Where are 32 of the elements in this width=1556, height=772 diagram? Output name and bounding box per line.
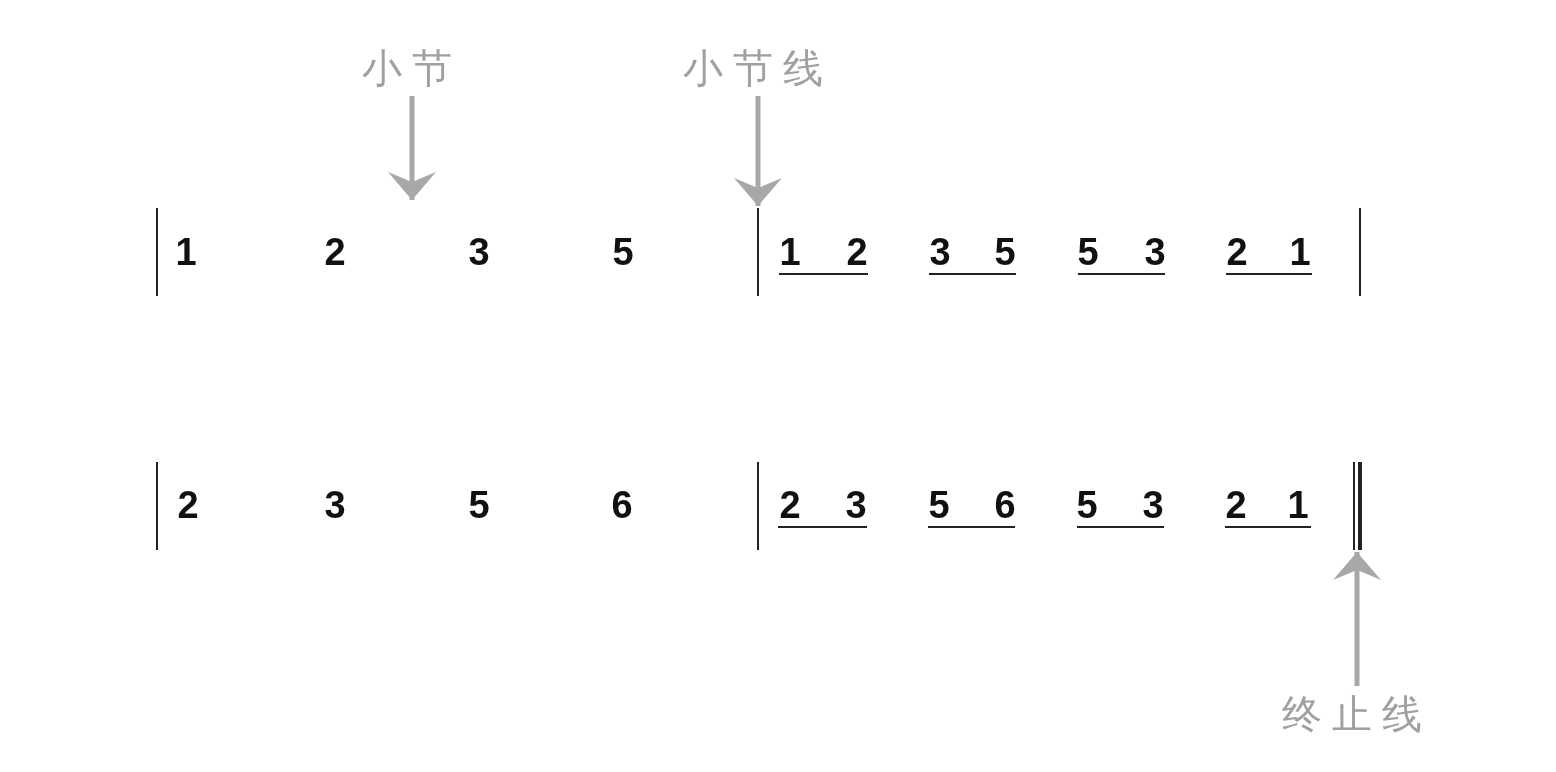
final-bar-line — [1353, 462, 1362, 550]
note-number: 3 — [468, 232, 490, 272]
note-number: 2 — [1226, 232, 1248, 272]
annotation-label: 小节线 — [683, 44, 833, 92]
note-number: 2 — [779, 485, 801, 525]
arrow — [734, 96, 782, 206]
note-number: 3 — [1144, 232, 1166, 272]
note-number: 5 — [928, 485, 950, 525]
note-number: 1 — [175, 232, 197, 272]
note-number: 1 — [779, 232, 801, 272]
note-number: 3 — [1142, 485, 1164, 525]
note-number: 2 — [324, 232, 346, 272]
note-number: 2 — [846, 232, 868, 272]
note-number: 2 — [177, 485, 199, 525]
note-number: 5 — [468, 485, 490, 525]
note-number: 2 — [1225, 485, 1247, 525]
bar-line — [757, 208, 759, 296]
note-number: 5 — [1076, 485, 1098, 525]
note-number: 5 — [1077, 232, 1099, 272]
annotation-label: 小节 — [362, 44, 462, 92]
note-number: 5 — [994, 232, 1016, 272]
note-number: 1 — [1287, 485, 1309, 525]
note-number: 3 — [929, 232, 951, 272]
annotation-label: 终止线 — [1282, 690, 1432, 738]
note-number: 5 — [612, 232, 634, 272]
note-number: 3 — [324, 485, 346, 525]
note-number: 3 — [845, 485, 867, 525]
note-number: 6 — [611, 485, 633, 525]
arrow — [1333, 552, 1381, 686]
note-number: 1 — [1289, 232, 1311, 272]
note-number: 6 — [994, 485, 1016, 525]
arrow — [388, 96, 436, 200]
